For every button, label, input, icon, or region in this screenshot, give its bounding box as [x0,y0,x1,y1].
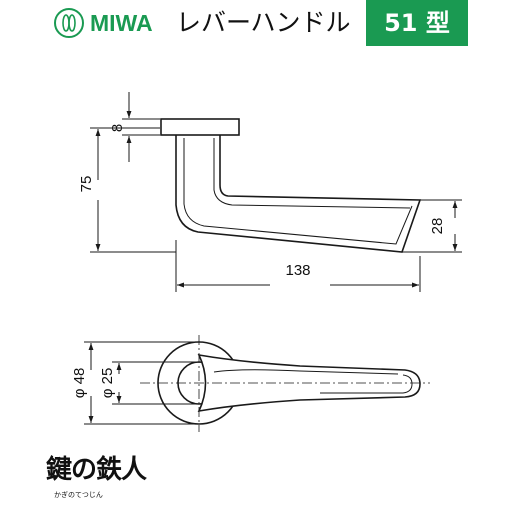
dim-length [175,240,421,292]
miwa-logo-text: MIWA [90,10,153,36]
dim-label-phi48: φ 48 [71,368,88,399]
brand-logo: 鍵の鉄人 かぎのてつじん [46,452,156,510]
front-view-centerline [140,335,430,432]
model-badge: 51 型 [366,0,468,46]
dim-lever-depth [402,199,462,253]
dim-height [90,127,176,253]
dim-label-138: 138 [285,262,310,279]
side-view [160,118,422,253]
lever-outline [175,135,422,253]
brand-logo-subtext: かぎのてつじん [54,491,103,499]
rose-plate [160,118,240,136]
dim-label-phi25: φ 25 [99,368,116,399]
dim-neck-diameter [112,361,196,405]
dim-label-28: 28 [429,218,446,235]
product-title: レバーハンドル [176,8,351,37]
dim-rose-diameter [84,341,196,425]
lever-inner-line-2 [213,138,411,209]
dim-rose-thickness [122,92,160,162]
lever-front-highlight [213,369,399,375]
miwa-logo-icon [54,8,84,38]
brand-logo-text: 鍵の鉄人 [46,455,147,485]
lever-inner-line [183,138,413,245]
dim-label-75: 75 [78,176,95,193]
lever-front-groove [320,374,413,394]
header: MIWA レバーハンドル 51 型 [0,0,520,60]
